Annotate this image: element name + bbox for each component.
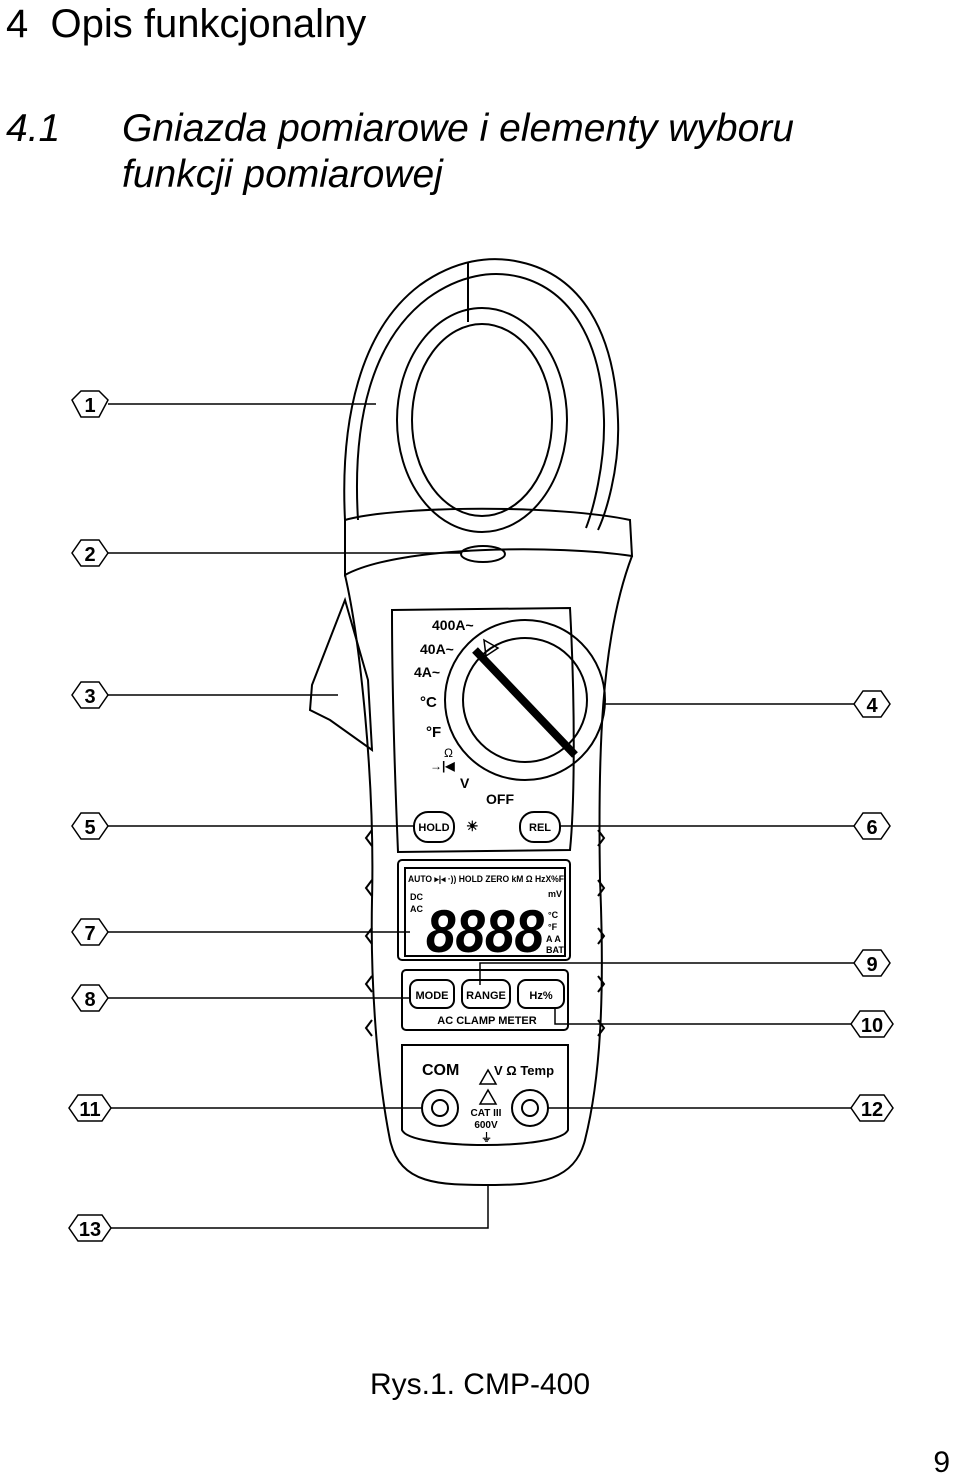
dial-pointer — [472, 647, 578, 758]
dial-label-4a: 4A~ — [414, 664, 440, 680]
callout-number: 9 — [866, 954, 877, 976]
callout-2: 2 — [71, 539, 109, 567]
rotary-dial — [444, 619, 606, 781]
com-jack-inner — [431, 1099, 449, 1117]
lcd-amp-label: A A — [546, 934, 561, 944]
section-number: 4 — [6, 2, 29, 46]
hz-button[interactable] — [517, 979, 565, 1009]
v-ohm-temp-jack[interactable] — [511, 1089, 549, 1127]
jaw-trigger — [308, 596, 374, 753]
callout-number: 1 — [84, 395, 95, 417]
jacks-panel — [401, 1044, 569, 1146]
jaw-outer-outline — [343, 258, 620, 531]
callout-number: 13 — [79, 1219, 101, 1241]
com-jack-label: COM — [422, 1062, 459, 1079]
callout-number: 6 — [866, 817, 877, 839]
dial-label-volt: V — [460, 775, 470, 791]
jaw-inner-outline — [355, 273, 606, 529]
dial-label-ohm: Ω — [444, 746, 453, 760]
mode-button[interactable] — [409, 979, 455, 1009]
subsection-number: 4.1 — [6, 107, 61, 150]
callout-number: 10 — [861, 1015, 883, 1037]
hold-button[interactable] — [413, 811, 455, 843]
left-grip-notches — [364, 829, 373, 1037]
dial-panel — [390, 606, 575, 854]
hz-button-label: Hz% — [529, 990, 552, 1002]
v-ohm-temp-jack-inner — [521, 1099, 539, 1117]
subsection-title-line1: Gniazda pomiarowe i elementy wyboru — [122, 107, 794, 150]
warning-triangle-icon — [478, 1088, 498, 1105]
callout-number: 4 — [866, 695, 878, 717]
callout-8: 8 — [71, 984, 109, 1012]
right-grip-notches — [597, 829, 606, 1037]
lcd-dc-label: DC — [410, 892, 423, 902]
callout-number: 11 — [79, 1099, 100, 1121]
section-heading: 4 Opis funkcjonalny — [6, 2, 366, 47]
callout-5: 5 — [71, 812, 109, 840]
callout-number: 8 — [84, 989, 95, 1011]
callout-number: 2 — [84, 544, 95, 566]
callout-4: 4 — [853, 690, 891, 718]
subsection-title-line2: funkcji pomiarowej — [122, 153, 443, 196]
dial-pointer-arrow — [483, 638, 500, 658]
mode-button-label: MODE — [416, 990, 449, 1002]
backlight-icon: ☀ — [466, 818, 479, 834]
cat-rating-label: CAT III — [471, 1108, 502, 1119]
lcd-top-row: AUTO ▸|◂ ·)) HOLD ZERO kM Ω HzX%F — [408, 874, 564, 884]
rotary-dial-inner — [462, 637, 588, 763]
callout-3: 3 — [71, 681, 109, 709]
buttons-panel — [401, 969, 569, 1031]
jaw-opening-rim — [411, 323, 553, 517]
leader-lines — [108, 403, 855, 1229]
callout-9: 9 — [853, 949, 891, 977]
v-ohm-temp-jack-label: V Ω Temp — [494, 1063, 554, 1078]
callout-13: 13 — [68, 1214, 112, 1242]
hold-button-label: HOLD — [418, 822, 449, 834]
callout-number: 7 — [84, 923, 95, 945]
voltage-rating-label: 600V — [474, 1120, 498, 1131]
jaw-opening — [396, 307, 568, 533]
callout-number: 3 — [84, 686, 95, 708]
rel-button[interactable] — [519, 811, 561, 843]
section-title: Opis funkcjonalny — [50, 2, 367, 46]
dial-label-fahrenheit: °F — [426, 724, 441, 741]
lcd-screen — [404, 867, 566, 957]
callout-number: 12 — [861, 1099, 883, 1121]
led-indicator — [460, 545, 506, 563]
com-jack[interactable] — [421, 1089, 459, 1127]
lcd-ac-label: AC — [410, 904, 423, 914]
lcd-frame — [397, 859, 571, 961]
diode-continuity-icon: →|◀ — [430, 759, 455, 773]
lcd-fahrenheit-label: °F — [548, 922, 558, 932]
callout-12: 12 — [850, 1094, 894, 1122]
callout-1: 1 — [71, 390, 109, 418]
lcd-digits: 8888 — [426, 898, 545, 965]
lcd-celsius-label: °C — [548, 910, 559, 920]
page-number: 9 — [933, 1446, 950, 1479]
callout-10: 10 — [850, 1010, 894, 1038]
rel-button-label: REL — [529, 822, 551, 834]
dial-label-40a: 40A~ — [420, 641, 454, 657]
figure-caption: Rys.1. CMP-400 — [369, 1368, 591, 1401]
ground-icon: ⏚ — [481, 1131, 492, 1144]
dial-label-off: OFF — [486, 791, 514, 807]
callout-number: 5 — [84, 817, 95, 839]
callout-11: 11 — [68, 1094, 112, 1122]
meter-body-outline — [344, 555, 633, 1187]
callout-6: 6 — [853, 812, 891, 840]
lcd-bat-label: BAT — [546, 945, 564, 955]
callout-7: 7 — [71, 918, 109, 946]
range-button[interactable] — [461, 979, 511, 1009]
lcd-mv-label: mV — [548, 889, 562, 899]
dial-label-celsius: °C — [420, 694, 437, 711]
warning-triangle-icon — [478, 1068, 498, 1085]
range-button-label: RANGE — [466, 990, 506, 1002]
dial-label-400a: 400A~ — [432, 617, 474, 633]
meter-label: AC CLAMP METER — [437, 1015, 536, 1027]
